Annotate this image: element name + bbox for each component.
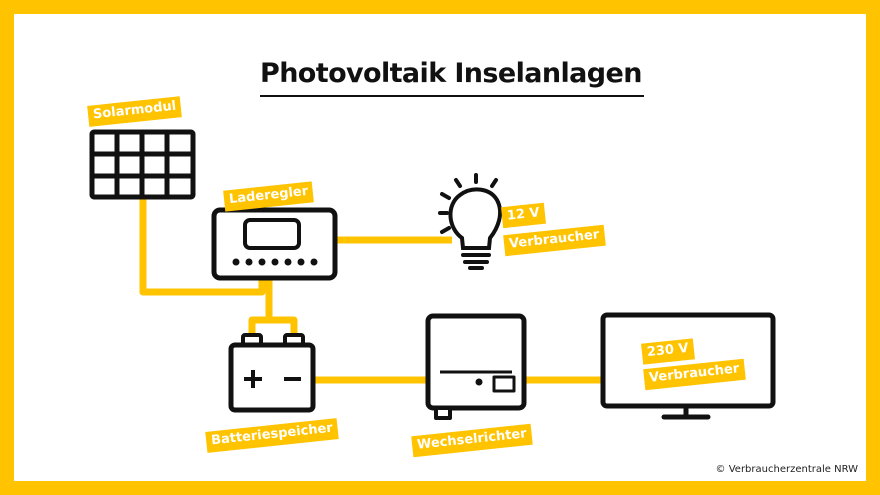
page-title: Photovoltaik Inselanlagen	[260, 58, 642, 89]
light-bulb-icon	[438, 173, 502, 270]
wire-solar-to-controller	[139, 198, 266, 296]
connection-wires	[139, 198, 604, 384]
inverter-icon	[425, 313, 527, 420]
wire-controller-to-battery	[248, 278, 273, 338]
battery-icon	[228, 333, 316, 413]
label-12v: 12 V	[501, 202, 546, 229]
copyright-text: © Verbraucherzentrale NRW	[715, 464, 858, 475]
solar-panel-icon	[89, 129, 196, 200]
title-underline	[260, 95, 644, 97]
wire-controller-to-battery-2	[269, 316, 298, 338]
charge-controller-icon	[211, 207, 338, 281]
